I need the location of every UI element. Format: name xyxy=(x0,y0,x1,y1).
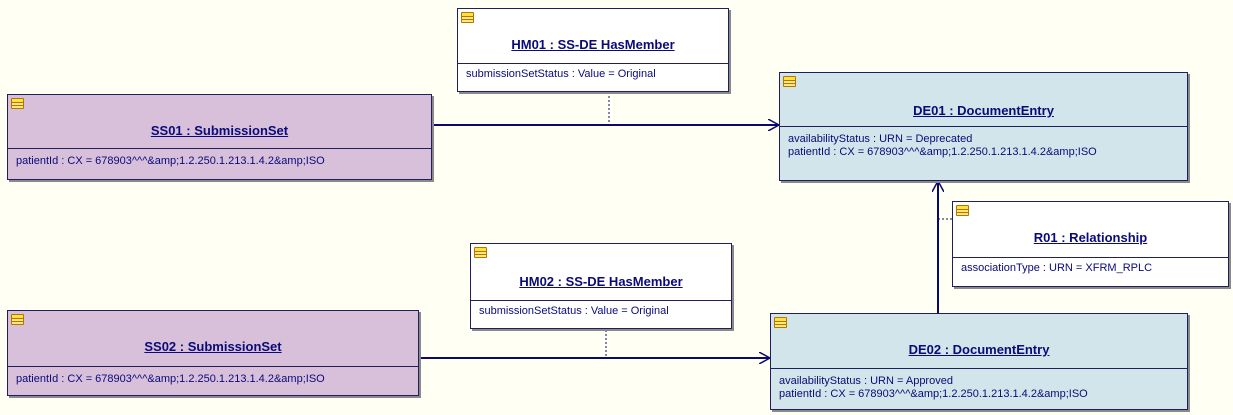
class-icon xyxy=(774,317,787,328)
de01-header: DE01 : DocumentEntry xyxy=(780,73,1187,127)
ss01-node[interactable]: SS01 : SubmissionSet patientId : CX = 67… xyxy=(7,94,432,180)
r01-attributes: associationType : URN = XFRM_RPLC xyxy=(953,258,1228,279)
attribute-row: patientId : CX = 678903^^^&amp;1.2.250.1… xyxy=(788,146,1097,158)
r01-title: R01 : Relationship xyxy=(1033,230,1148,245)
r01-node[interactable]: R01 : Relationship associationType : URN… xyxy=(952,201,1229,287)
ss01-attributes: patientId : CX = 678903^^^&amp;1.2.250.1… xyxy=(8,149,431,172)
de01-attributes: availabilityStatus : URN = Deprecated pa… xyxy=(780,127,1187,163)
attribute-row: associationType : URN = XFRM_RPLC xyxy=(961,262,1153,274)
attribute-row: submissionSetStatus : Value = Original xyxy=(479,305,669,317)
class-icon xyxy=(474,247,487,258)
ss02-title: SS02 : SubmissionSet xyxy=(144,339,282,354)
ss02-node[interactable]: SS02 : SubmissionSet patientId : CX = 67… xyxy=(7,310,419,396)
attribute-row: availabilityStatus : URN = Approved xyxy=(779,375,953,387)
hm01-header: HM01 : SS-DE HasMember xyxy=(458,9,728,64)
hm02-title: HM02 : SS-DE HasMember xyxy=(519,274,683,289)
r01-header: R01 : Relationship xyxy=(953,202,1228,258)
class-icon xyxy=(461,12,474,23)
de02-header: DE02 : DocumentEntry xyxy=(771,314,1187,369)
de02-node[interactable]: DE02 : DocumentEntry availabilityStatus … xyxy=(770,313,1188,410)
ss01-title: SS01 : SubmissionSet xyxy=(150,123,289,138)
attribute-row: submissionSetStatus : Value = Original xyxy=(466,68,656,80)
ss02-attributes: patientId : CX = 678903^^^&amp;1.2.250.1… xyxy=(8,367,418,390)
hm01-title: HM01 : SS-DE HasMember xyxy=(511,37,675,52)
hm02-header: HM02 : SS-DE HasMember xyxy=(471,244,731,301)
de02-attributes: availabilityStatus : URN = Approved pati… xyxy=(771,369,1187,405)
hm02-node[interactable]: HM02 : SS-DE HasMember submissionSetStat… xyxy=(470,243,732,329)
attribute-row: patientId : CX = 678903^^^&amp;1.2.250.1… xyxy=(779,388,1088,400)
de01-node[interactable]: DE01 : DocumentEntry availabilityStatus … xyxy=(779,72,1188,181)
de01-title: DE01 : DocumentEntry xyxy=(913,103,1054,118)
hm01-attributes: submissionSetStatus : Value = Original xyxy=(458,64,728,85)
class-icon xyxy=(11,314,24,325)
hm02-attributes: submissionSetStatus : Value = Original xyxy=(471,301,731,322)
attribute-row: patientId : CX = 678903^^^&amp;1.2.250.1… xyxy=(16,373,325,385)
attribute-row: availabilityStatus : URN = Deprecated xyxy=(788,133,973,145)
class-icon xyxy=(11,98,24,109)
ss02-header: SS02 : SubmissionSet xyxy=(8,311,418,367)
de02-title: DE02 : DocumentEntry xyxy=(908,342,1050,357)
ss01-header: SS01 : SubmissionSet xyxy=(8,95,431,149)
hm01-node[interactable]: HM01 : SS-DE HasMember submissionSetStat… xyxy=(457,8,729,92)
attribute-row: patientId : CX = 678903^^^&amp;1.2.250.1… xyxy=(16,155,325,167)
class-icon xyxy=(783,76,796,87)
class-icon xyxy=(956,205,969,216)
